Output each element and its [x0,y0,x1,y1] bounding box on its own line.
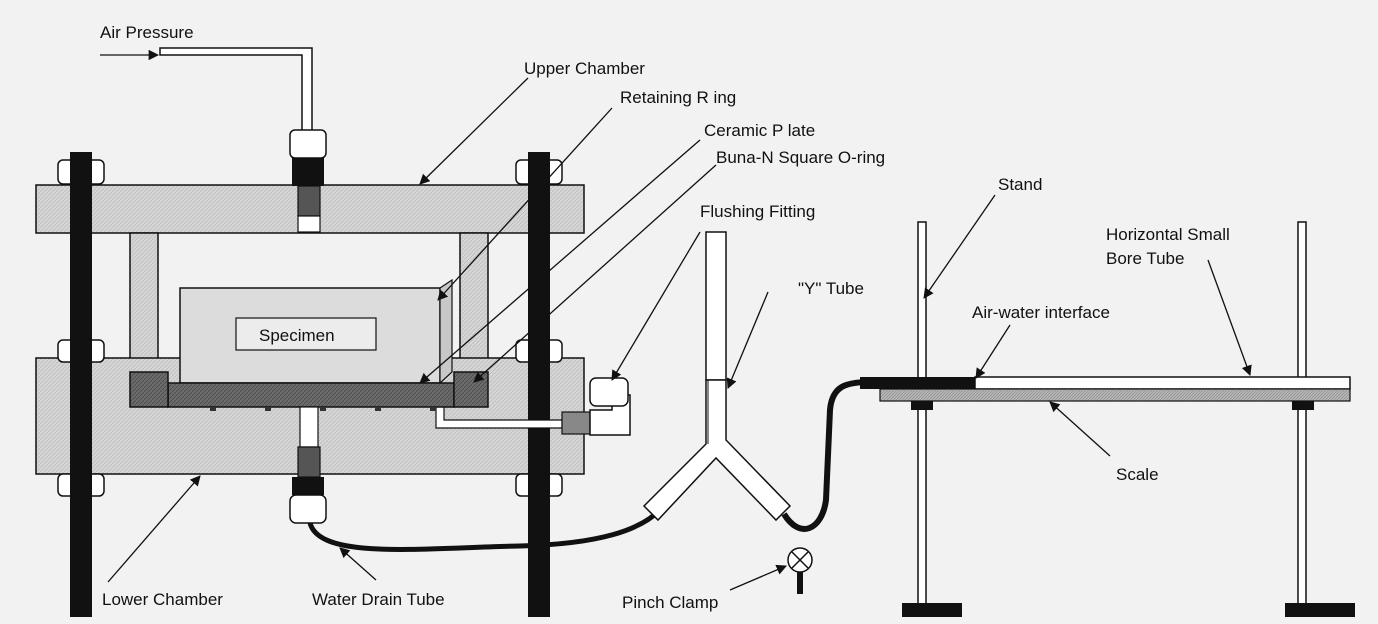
label-air-water-interface: Air-water interface [972,303,1110,322]
label-air-pressure: Air Pressure [100,23,194,42]
drain-fitting [289,406,327,524]
stands [902,221,1355,617]
connecting-hose [781,379,975,532]
label-ceramic-plate: Ceramic P late [704,121,815,140]
ceramic-plate [129,371,489,411]
y-tube [642,231,792,522]
label-y-tube: "Y" Tube [798,279,864,298]
water-drain-hose [307,508,662,552]
air-inlet-fitting [289,129,327,233]
horizontal-bore-tube [860,376,1351,390]
label-flushing-fitting: Flushing Fitting [700,202,815,221]
label-pinch-clamp: Pinch Clamp [622,593,718,612]
label-retaining-ring: Retaining R ing [620,88,736,107]
scale [879,388,1351,402]
label-stand: Stand [998,175,1042,194]
label-buna-oring: Buna-N Square O-ring [716,148,885,167]
flushing-fitting [561,377,631,436]
label-scale: Scale [1116,465,1159,484]
label-lower-chamber: Lower Chamber [102,590,223,609]
label-horizontal-tube-line2: Bore Tube [1106,249,1184,268]
label-water-drain-tube: Water Drain Tube [312,590,445,609]
label-horizontal-tube-line1: Horizontal Small [1106,225,1230,244]
pinch-clamp [787,547,813,594]
label-upper-chamber: Upper Chamber [524,59,645,78]
leader-lines [100,49,1252,591]
label-specimen: Specimen [259,326,335,345]
